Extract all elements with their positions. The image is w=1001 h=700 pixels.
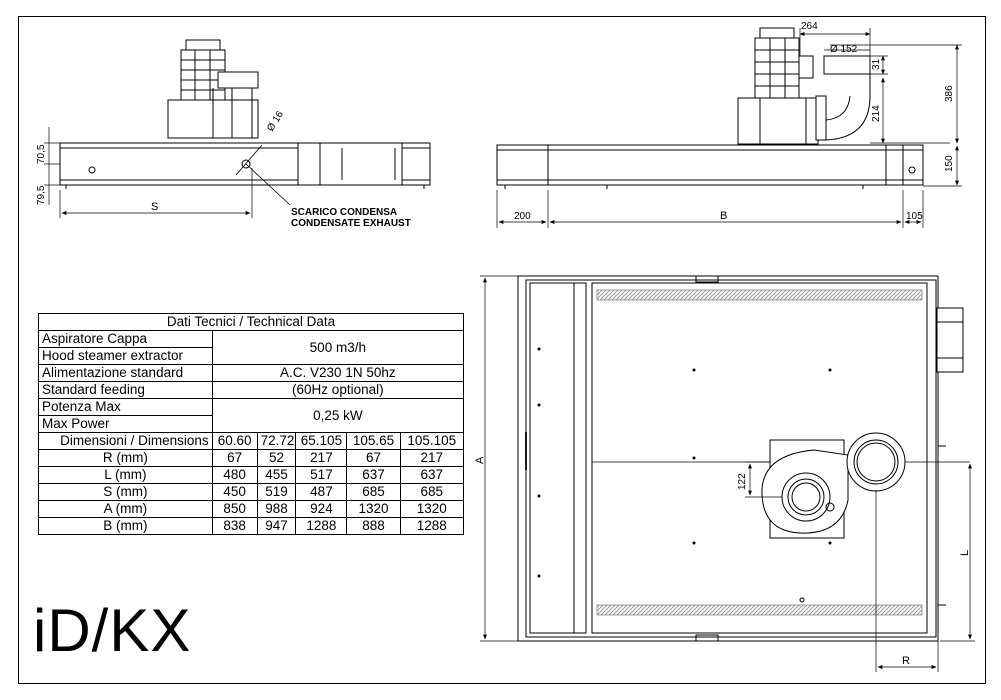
- dim-79-5: 79,5: [36, 185, 47, 205]
- row-label: L (mm): [38, 466, 213, 484]
- cell: 1320: [399, 500, 465, 518]
- table-header-row: Dati Tecnici / Technical Data: [38, 313, 464, 331]
- row-label: R (mm): [38, 449, 213, 467]
- drain-label-en: CONDENSATE EXHAUST: [291, 218, 411, 229]
- dims-left: [44, 127, 253, 218]
- side-view-right: [496, 27, 924, 189]
- cell: 455: [256, 466, 297, 484]
- cell: 1320: [346, 500, 401, 518]
- power-label-en: Max Power: [38, 415, 213, 433]
- extractor-label-en: Hood steamer extractor: [38, 347, 213, 365]
- table-header: Dati Tecnici / Technical Data: [38, 313, 464, 331]
- dim-386: 386: [944, 85, 955, 102]
- dim-122: 122: [737, 473, 748, 490]
- cell: 67: [211, 449, 258, 467]
- row-label: S (mm): [38, 483, 213, 501]
- model-105-105: 105.105: [399, 432, 465, 450]
- side-view-left: [59, 39, 431, 206]
- cell: 637: [346, 466, 401, 484]
- feeding-note: (60Hz optional): [211, 381, 465, 399]
- motor-left: [167, 39, 259, 139]
- cell: 1288: [295, 517, 348, 535]
- cell: 1288: [399, 517, 465, 535]
- cell: 947: [256, 517, 297, 535]
- dim-200: 200: [514, 211, 531, 222]
- feeding-value: A.C. V230 1N 50hz: [211, 364, 465, 382]
- table-row: Aspiratore Cappa 500 m3/h: [38, 330, 465, 365]
- cell: 450: [211, 483, 258, 501]
- dims-right: [496, 28, 962, 228]
- feeding-label-it: Alimentazione standard: [38, 364, 213, 382]
- table-row: Max Power: [38, 415, 464, 433]
- cell: 838: [211, 517, 258, 535]
- dim-d152: Ø 152: [830, 44, 858, 55]
- table-row: Standard feeding (60Hz optional): [38, 381, 465, 399]
- plan-view: [517, 275, 970, 642]
- dim-s: S: [151, 201, 158, 213]
- table-row: S (mm) 450 519 487 685 685: [38, 483, 465, 501]
- cell: 685: [399, 483, 465, 501]
- model-65-105: 65.105: [295, 432, 348, 450]
- extractor-label-it: Aspiratore Cappa: [38, 330, 213, 348]
- dim-r: R: [902, 655, 910, 667]
- cell: 850: [211, 500, 258, 518]
- dimensions-label: Dimensioni / Dimensions: [38, 432, 213, 450]
- dim-a: A: [474, 456, 486, 464]
- dim-214: 214: [871, 105, 882, 122]
- dim-d16: Ø 16: [265, 109, 286, 134]
- table-row: L (mm) 480 455 517 637 637: [38, 466, 465, 484]
- cell: 67: [346, 449, 401, 467]
- dim-105: 105: [906, 211, 923, 222]
- extractor-value: 500 m3/h: [211, 330, 465, 365]
- model-60-60: 60.60: [211, 432, 258, 450]
- dim-31: 31: [871, 58, 882, 70]
- cell: 685: [346, 483, 401, 501]
- cell: 637: [399, 466, 465, 484]
- power-value: 0,25 kW: [211, 398, 465, 433]
- cell: 52: [256, 449, 297, 467]
- table-row: B (mm) 838 947 1288 888 1288: [38, 517, 465, 535]
- cell: 517: [295, 466, 348, 484]
- cell: 480: [211, 466, 258, 484]
- dims-plan: [480, 275, 975, 672]
- table-row: Hood steamer extractor: [38, 347, 464, 365]
- cell: 924: [295, 500, 348, 518]
- table-row: Potenza Max 0,25 kW: [38, 398, 465, 433]
- cell: 888: [346, 517, 401, 535]
- table-row: Alimentazione standard A.C. V230 1N 50hz: [38, 364, 465, 382]
- dim-150: 150: [944, 155, 955, 172]
- product-title: iD/KX: [33, 597, 192, 664]
- table-row: A (mm) 850 988 924 1320 1320: [38, 500, 465, 518]
- table-row: R (mm) 67 52 217 67 217: [38, 449, 465, 467]
- dim-b: B: [720, 210, 727, 222]
- cell: 988: [256, 500, 297, 518]
- technical-data-table: Dati Tecnici / Technical Data Aspiratore…: [38, 313, 465, 535]
- model-105-65: 105.65: [346, 432, 401, 450]
- feeding-label-en: Standard feeding: [38, 381, 213, 399]
- row-label: A (mm): [38, 500, 213, 518]
- table-row-models: Dimensioni / Dimensions 60.60 72.72 65.1…: [38, 432, 465, 450]
- cell: 217: [399, 449, 465, 467]
- model-72-72: 72.72: [256, 432, 297, 450]
- drain-label-it: SCARICO CONDENSA: [291, 207, 397, 218]
- dim-264: 264: [801, 21, 818, 32]
- dim-l: L: [959, 550, 971, 556]
- cell: 519: [256, 483, 297, 501]
- motor-right: [737, 27, 871, 145]
- power-label-it: Potenza Max: [38, 398, 213, 416]
- cell: 487: [295, 483, 348, 501]
- row-label: B (mm): [38, 517, 213, 535]
- cell: 217: [295, 449, 348, 467]
- dim-70-5: 70,5: [36, 144, 47, 164]
- drawing-frame: [18, 16, 986, 684]
